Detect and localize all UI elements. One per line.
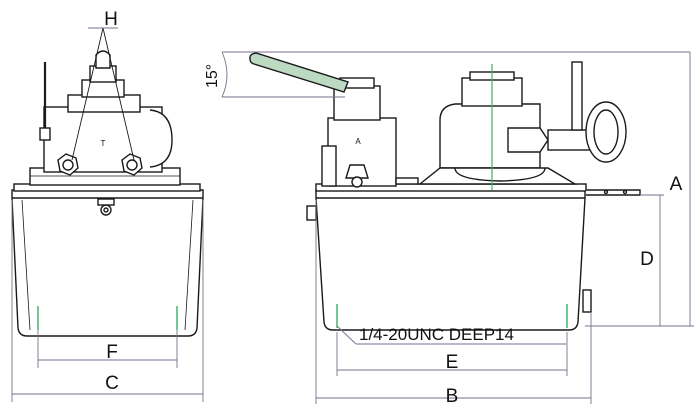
front-port-label: T xyxy=(101,139,106,148)
front-dimensions xyxy=(11,27,204,402)
side-fitting-left xyxy=(306,205,317,221)
front-motor-cap xyxy=(149,109,173,168)
side-dimensions xyxy=(221,51,694,404)
dim-label-D: D xyxy=(640,249,654,270)
side-view xyxy=(306,61,641,331)
front-reservoir xyxy=(11,189,204,337)
front-view xyxy=(11,27,204,337)
front-tank-inner xyxy=(21,199,31,331)
side-port-label: A xyxy=(355,137,361,146)
front-port-left xyxy=(57,153,79,176)
side-gauge-adapter xyxy=(507,127,549,153)
front-tank-inner-r xyxy=(184,199,194,331)
side-mount-bracket xyxy=(586,189,641,196)
angle-label: 15° xyxy=(204,64,221,88)
dim-label-B: B xyxy=(446,386,459,405)
side-pump-handle[interactable] xyxy=(249,52,349,93)
dim-label-E: E xyxy=(446,352,459,373)
side-pressure-gauge xyxy=(585,101,627,163)
dim-label-A: A xyxy=(670,174,683,195)
side-fitting-right xyxy=(582,289,592,313)
side-reservoir xyxy=(315,189,586,331)
dim-label-F: F xyxy=(106,342,118,363)
thread-note: 1/4-20UNC DEEP14 xyxy=(359,325,514,344)
front-port-right xyxy=(121,153,143,176)
dim-label-C: C xyxy=(105,373,119,394)
dim-label-H: H xyxy=(104,9,118,30)
front-handle-knob xyxy=(95,50,111,69)
side-valve-fitting xyxy=(345,164,369,179)
